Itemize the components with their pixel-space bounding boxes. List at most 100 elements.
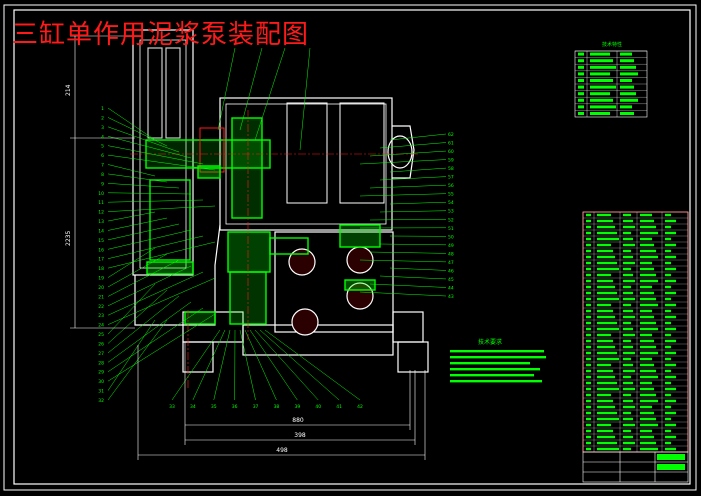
balloon-left-23: 23 — [98, 313, 104, 319]
balloon-left-15: 15 — [98, 238, 104, 244]
balloon-bottom-35: 35 — [211, 404, 217, 410]
leader-right-47 — [359, 259, 447, 263]
leader-right-57 — [379, 176, 447, 181]
balloon-right-50: 50 — [448, 234, 454, 240]
tech-specs-table: 技术特性 — [574, 41, 648, 118]
balloon-bottom-42: 42 — [357, 404, 363, 410]
leader-left-8 — [107, 173, 168, 183]
leader-left-12 — [107, 205, 216, 212]
leader-left-5 — [107, 145, 204, 165]
leader-right-45 — [379, 275, 447, 280]
balloon-right-43: 43 — [448, 294, 454, 300]
balloon-left-7: 7 — [101, 163, 104, 169]
leader-bottom-37 — [239, 329, 256, 401]
leader-left-15 — [107, 223, 180, 241]
dim-880: 880 — [292, 417, 304, 424]
leader-right-48 — [369, 251, 447, 254]
balloon-bottom-36: 36 — [232, 404, 238, 410]
leader-left-13 — [107, 211, 156, 222]
leader-left-14 — [107, 217, 168, 231]
leader-left-32 — [107, 319, 168, 401]
leader-right-62 — [389, 133, 447, 141]
leader-right-43 — [359, 291, 447, 297]
lower-frame — [134, 224, 221, 326]
leaders-bottom — [171, 329, 361, 401]
leader-left-21 — [107, 259, 180, 297]
leader-left-22 — [107, 265, 192, 307]
balloon-left-24: 24 — [98, 323, 104, 329]
balloon-bottom-37: 37 — [253, 404, 259, 410]
balloon-left-25: 25 — [98, 332, 104, 338]
balloon-left-11: 11 — [98, 200, 104, 206]
dim-214: 214 — [65, 84, 72, 96]
balloon-right-44: 44 — [448, 285, 454, 291]
balloon-left-1: 1 — [101, 106, 104, 112]
balloon-left-21: 21 — [98, 294, 104, 300]
leader-bottom-38 — [244, 329, 277, 401]
leader-bottom-33 — [171, 329, 221, 401]
leader-right-46 — [389, 267, 447, 271]
balloon-right-55: 55 — [448, 192, 454, 198]
balloon-left-27: 27 — [98, 351, 104, 357]
pump-assembly — [132, 29, 429, 373]
leader-bottom-35 — [213, 329, 231, 401]
balloon-right-54: 54 — [448, 200, 454, 206]
leader-left-6 — [107, 154, 216, 171]
balloon-left-26: 26 — [98, 341, 104, 347]
balloon-bottom-41: 41 — [336, 404, 342, 410]
balloon-left-19: 19 — [98, 276, 104, 282]
pulley-left — [286, 102, 328, 204]
leader-left-19 — [107, 247, 156, 278]
base-mid — [242, 324, 394, 356]
leader-left-24 — [107, 277, 216, 325]
balloon-left-22: 22 — [98, 304, 104, 310]
valve-seat — [344, 279, 376, 291]
title-block — [582, 451, 689, 483]
sectioned-parts — [145, 117, 381, 325]
leader-left-20 — [107, 253, 168, 288]
balloon-left-31: 31 — [98, 389, 104, 395]
balloon-left-28: 28 — [98, 360, 104, 366]
leader-bottom-39 — [249, 329, 298, 401]
foot-left — [182, 341, 214, 373]
leader-left-30 — [107, 313, 216, 382]
shaft-gear — [199, 127, 225, 173]
balloon-left-12: 12 — [98, 210, 104, 216]
balloon-left-5: 5 — [101, 144, 104, 150]
fluid-valve-block — [339, 224, 381, 248]
balloon-left-30: 30 — [98, 379, 104, 385]
balloon-bottom-40: 40 — [315, 404, 321, 410]
leader-right-60 — [369, 150, 447, 157]
valve-lower-left — [291, 308, 319, 336]
balloon-labels: 1234567891011121314151617181920212223242… — [98, 106, 454, 410]
balloon-right-53: 53 — [448, 209, 454, 215]
leader-left-18 — [107, 241, 216, 269]
balloon-right-47: 47 — [448, 260, 454, 266]
leader-left-10 — [107, 192, 192, 195]
foot-right — [397, 341, 429, 373]
balloon-left-3: 3 — [101, 125, 104, 131]
leader-bottom-40 — [254, 329, 319, 401]
balloon-bottom-39: 39 — [294, 404, 300, 410]
leader-bottom-41 — [259, 329, 340, 401]
leader-right-61 — [379, 142, 447, 149]
balloon-left-16: 16 — [98, 247, 104, 253]
leader-left-17 — [107, 235, 204, 259]
balloon-left-13: 13 — [98, 219, 104, 225]
leader-left-11 — [107, 199, 204, 203]
leader-left-25 — [107, 283, 156, 335]
leader-left-3 — [107, 126, 180, 153]
balloon-left-10: 10 — [98, 191, 104, 197]
cylinder-left — [147, 47, 163, 139]
leader-right-58 — [389, 167, 447, 173]
tech-requirements: 技术要求 — [450, 338, 546, 383]
cylinder-head — [184, 311, 216, 325]
balloon-right-61: 61 — [448, 141, 454, 147]
balloon-right-46: 46 — [448, 268, 454, 274]
leader-right-52 — [369, 219, 447, 221]
right-bearing-cap — [392, 125, 415, 179]
balloon-right-58: 58 — [448, 166, 454, 172]
leaders-left — [107, 107, 216, 401]
balloon-left-9: 9 — [101, 181, 104, 187]
